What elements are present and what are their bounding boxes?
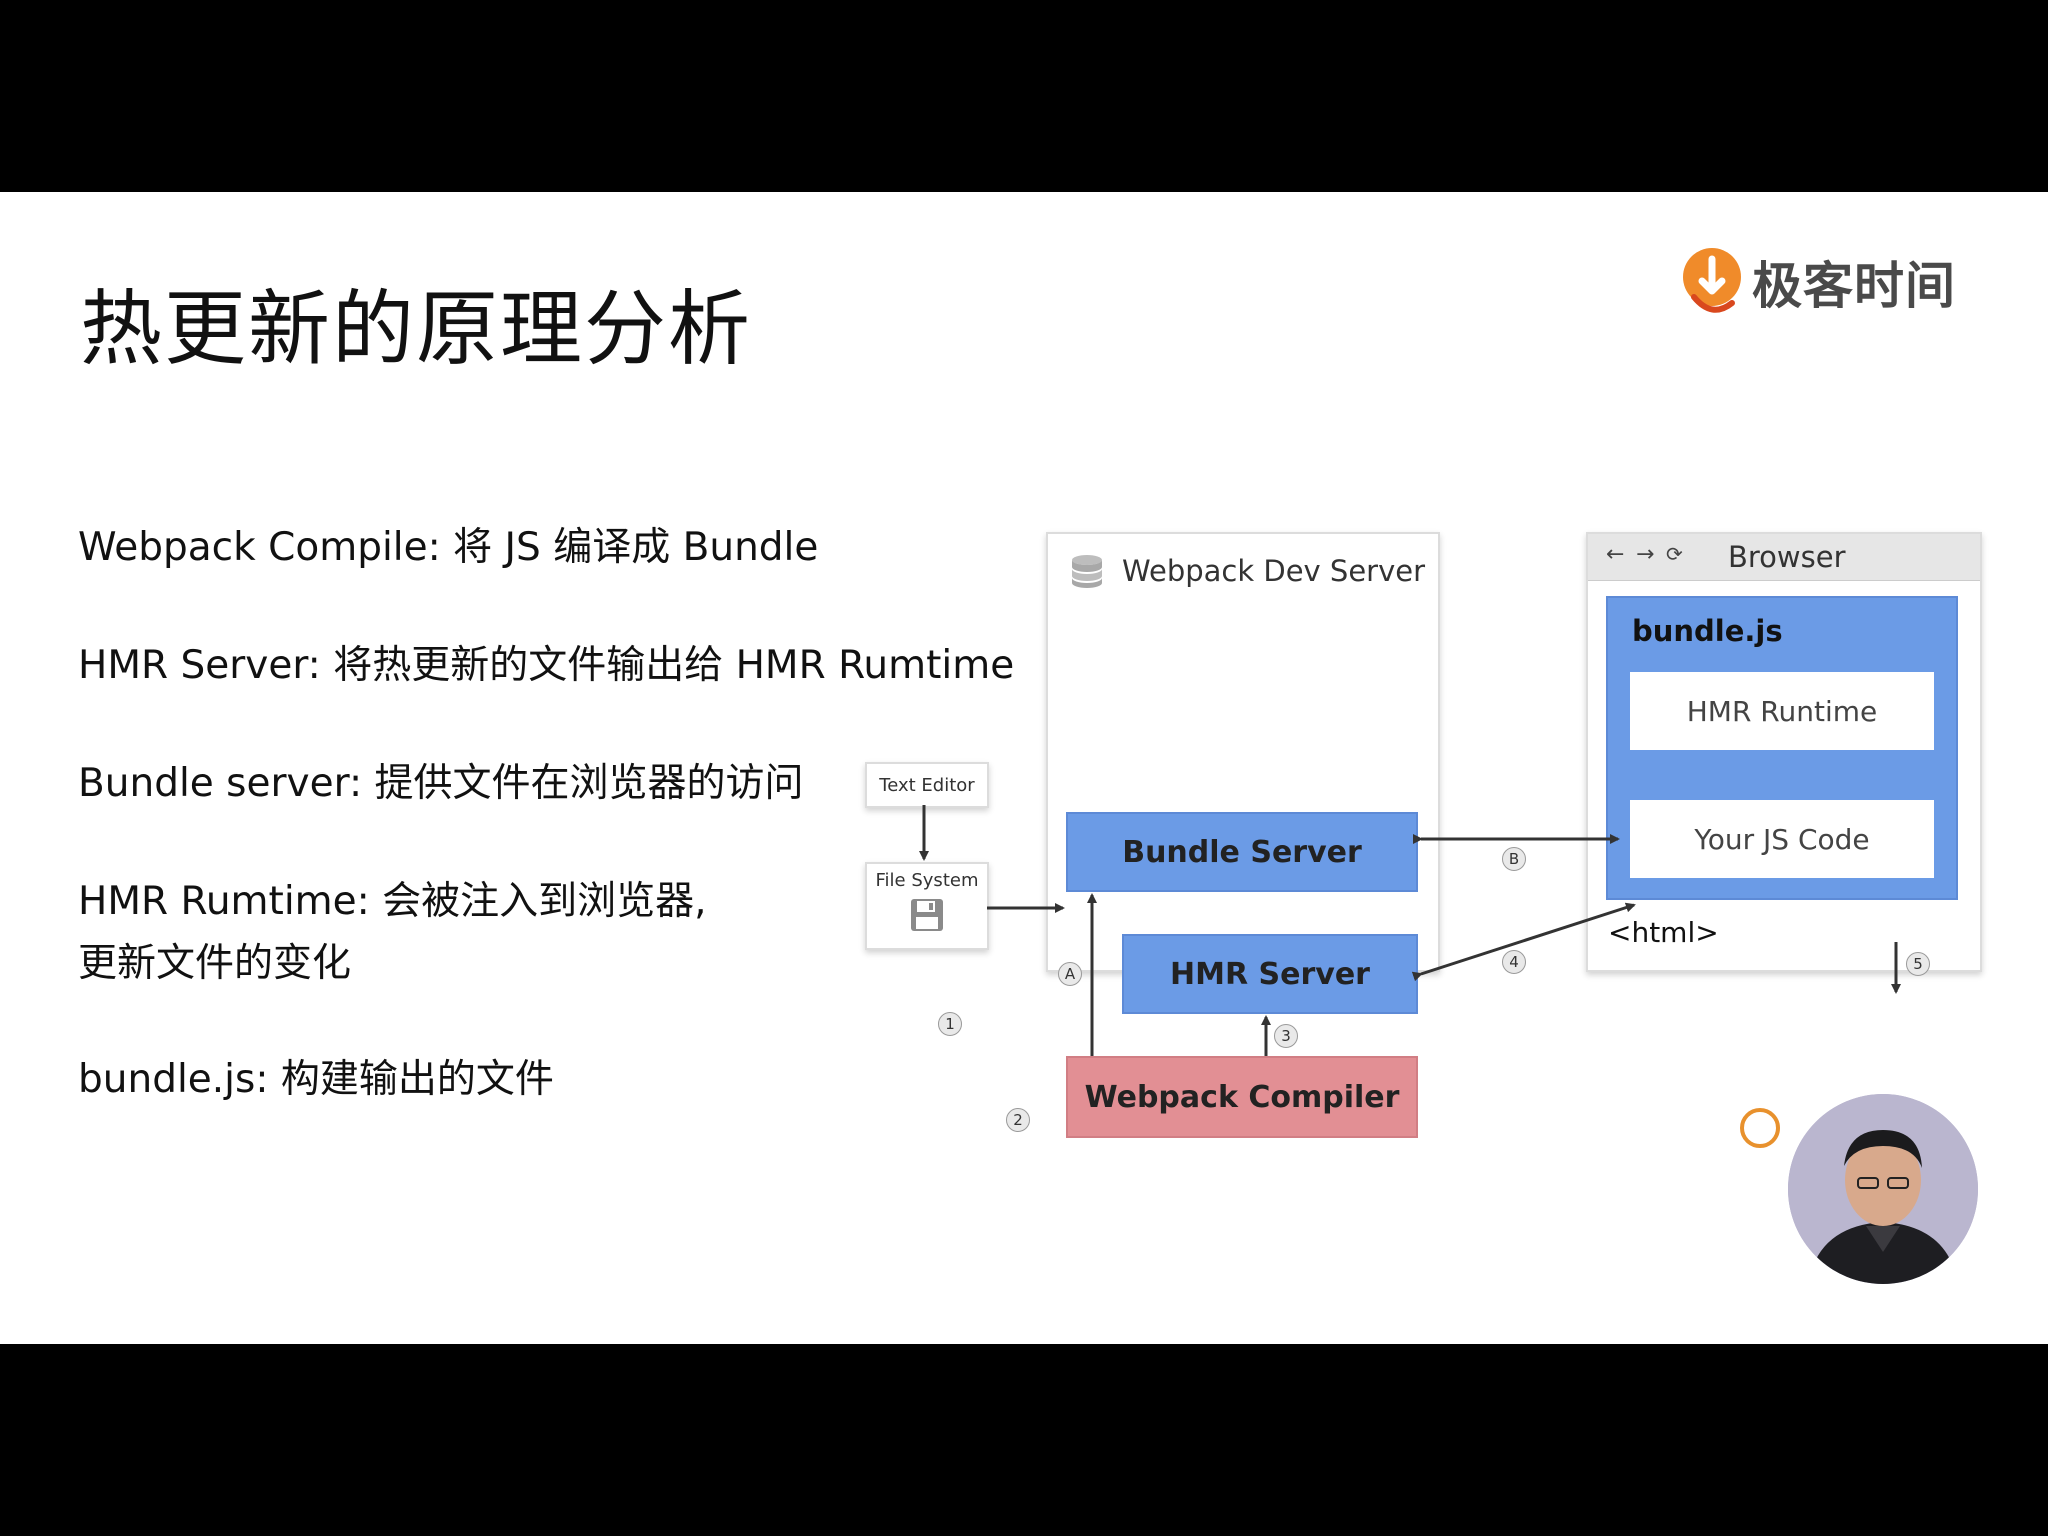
file-system-label: File System	[867, 870, 987, 891]
step-badge-a: A	[1058, 962, 1082, 986]
page-title: 热更新的原理分析	[80, 262, 752, 381]
hmr-runtime-label: HMR Runtime	[1687, 695, 1878, 728]
text-editor-label: Text Editor	[879, 775, 974, 796]
your-js-code-label: Your JS Code	[1694, 823, 1869, 856]
dev-server-title: Webpack Dev Server	[1122, 554, 1425, 588]
text-editor-box: Text Editor	[865, 762, 989, 808]
bullet-hmr-runtime-line2: 更新文件的变化	[78, 933, 351, 995]
forward-arrow-icon: →	[1636, 542, 1654, 567]
pointer-circle-icon	[1742, 1110, 1778, 1146]
slide: 热更新的原理分析 极客时间 Webpack Compile: 将 JS 编译成 …	[0, 192, 2048, 1344]
step-badge-5: 5	[1906, 952, 1930, 976]
floppy-disk-icon	[909, 897, 945, 933]
bullet-hmr-server: HMR Server: 将热更新的文件输出给 HMR Rumtime	[78, 635, 1014, 697]
html-label: <html>	[1608, 916, 1719, 949]
step-badge-1: 1	[938, 1012, 962, 1036]
bullet-bundle-js: bundle.js: 构建输出的文件	[78, 1049, 554, 1111]
back-arrow-icon: ←	[1606, 542, 1624, 567]
file-system-box: File System	[865, 862, 989, 950]
webpack-compiler-label: Webpack Compiler	[1085, 1080, 1400, 1115]
bullet-bundle-server: Bundle server: 提供文件在浏览器的访问	[78, 753, 803, 815]
database-icon	[1070, 554, 1104, 588]
your-js-code-box: Your JS Code	[1630, 800, 1934, 878]
hmr-server-box: HMR Server	[1122, 934, 1418, 1014]
presenter-silhouette-icon	[1788, 1094, 1978, 1284]
step-badge-4: 4	[1502, 950, 1526, 974]
browser-title: Browser	[1728, 540, 1846, 574]
presenter-avatar	[1788, 1094, 1978, 1284]
bullet-hmr-runtime-line1: HMR Rumtime: 会被注入到浏览器,	[78, 871, 707, 933]
hmr-runtime-box: HMR Runtime	[1630, 672, 1934, 750]
step-badge-2: 2	[1006, 1108, 1030, 1132]
bundle-js-label: bundle.js	[1632, 614, 1783, 648]
brand-name: 极客时间	[1752, 246, 1956, 318]
reload-icon: ⟳	[1666, 542, 1683, 566]
browser-window: ← → ⟳ Browser bundle.js HMR Runtime Your…	[1586, 532, 1982, 972]
dev-server-panel: Webpack Dev Server	[1046, 532, 1440, 972]
bundle-server-label: Bundle Server	[1122, 835, 1362, 870]
brand-logo: 极客时间	[1680, 242, 1956, 322]
step-badge-b: B	[1502, 847, 1526, 871]
hmr-server-label: HMR Server	[1170, 957, 1370, 992]
browser-toolbar: ← → ⟳ Browser	[1588, 534, 1980, 581]
bundle-js-container: bundle.js HMR Runtime Your JS Code	[1606, 596, 1958, 900]
bullet-webpack-compile: Webpack Compile: 将 JS 编译成 Bundle	[78, 517, 818, 579]
geektime-logo-icon	[1680, 245, 1744, 319]
webpack-compiler-box: Webpack Compiler	[1066, 1056, 1418, 1138]
bundle-server-box: Bundle Server	[1066, 812, 1418, 892]
step-badge-3: 3	[1274, 1024, 1298, 1048]
